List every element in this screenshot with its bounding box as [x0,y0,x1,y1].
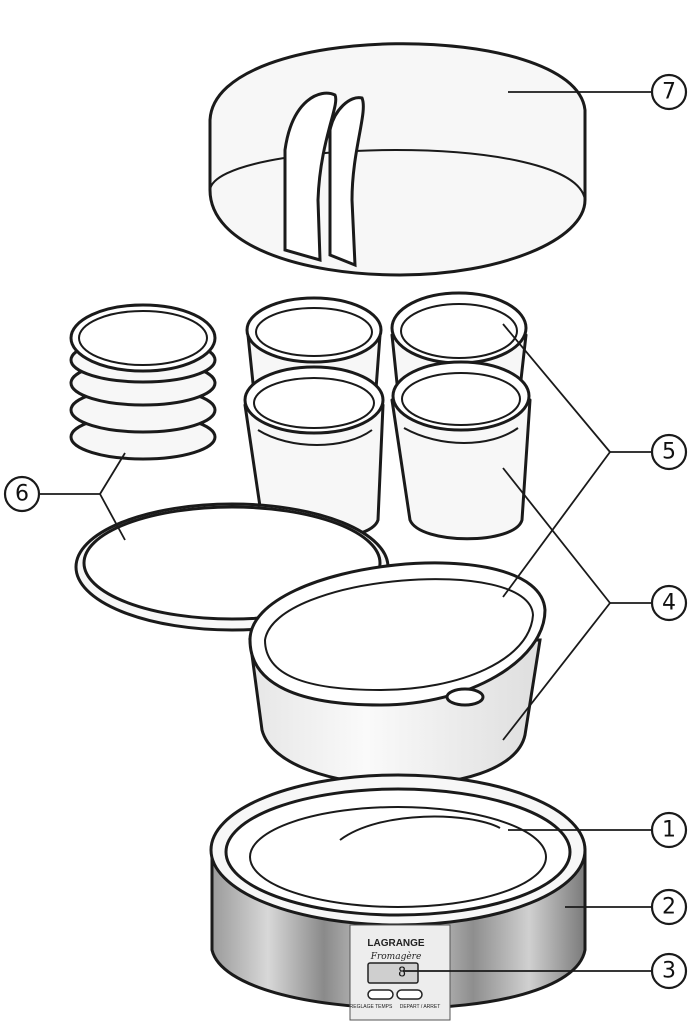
callout-7-number: 7 [662,80,676,105]
lid-stack [69,303,217,461]
callout-4-number: 4 [662,591,676,616]
start-stop-label: DEPART / ARRET [400,1004,441,1010]
leader-lines [38,91,653,972]
main-bowl [248,561,547,787]
callout-4: 4 [650,584,688,622]
model-label: Fromagère [370,951,422,962]
callout-3: 3 [650,952,688,990]
time-setting-button[interactable] [367,989,394,1000]
callout-1: 1 [650,811,688,849]
start-stop-button[interactable] [396,989,423,1000]
callout-6-number: 6 [15,482,29,507]
brand-label: LAGRANGE [367,938,425,949]
strainer-pot-front-right [390,360,532,541]
callout-1-number: 1 [662,818,676,843]
callout-3-number: 3 [662,959,676,984]
strainer-pot-front-left [243,365,385,541]
time-setting-label: REGLAGE TEMPS [350,1004,393,1010]
callout-5: 5 [650,433,688,471]
callout-7: 7 [650,73,688,111]
callout-6: 6 [3,475,41,513]
digital-display [367,962,419,984]
callout-5-number: 5 [662,440,676,465]
lid-cover [208,42,587,277]
control-panel: LAGRANGE Fromagère 8 REGLAGE TEMPS DEPAR… [349,924,451,1021]
callout-2-number: 2 [662,895,676,920]
callout-2: 2 [650,888,688,926]
display-digit: 8 [398,966,406,981]
